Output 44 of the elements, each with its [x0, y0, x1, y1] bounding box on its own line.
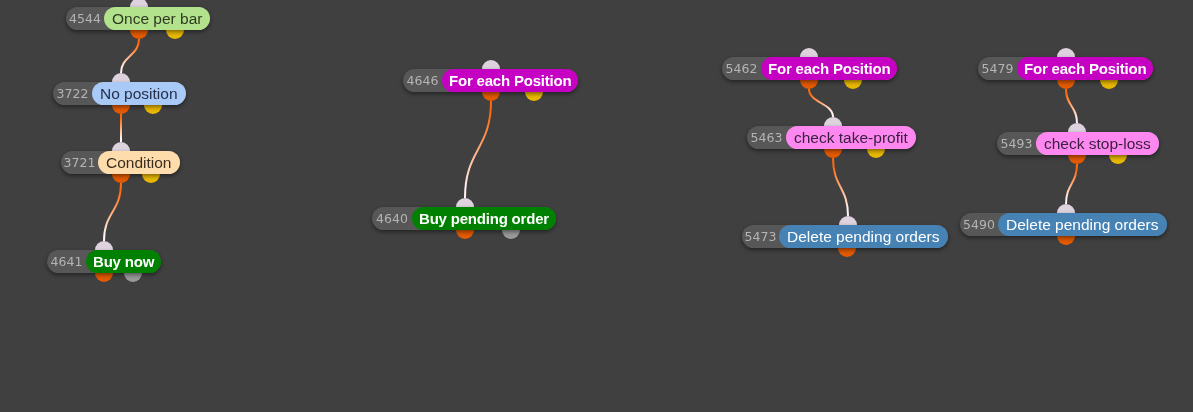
- block-id: 4640: [375, 210, 409, 228]
- block-id: 3722: [55, 85, 90, 103]
- block-node: [960, 213, 1167, 236]
- block-label: Buy pending order: [412, 207, 556, 230]
- block-id: 5463: [749, 129, 784, 147]
- connector-line: [464, 100, 492, 199]
- connector-line: [808, 88, 834, 118]
- connector-line: [832, 157, 849, 217]
- block-id: 5473: [743, 228, 778, 246]
- block-node: [53, 82, 186, 105]
- block-label: No position: [92, 82, 186, 105]
- block-label: Delete pending orders: [779, 225, 948, 248]
- block-node: [372, 207, 556, 230]
- connector-line: [1065, 163, 1078, 205]
- block-id: 5490: [962, 216, 996, 234]
- block-label: Delete pending orders: [998, 213, 1167, 236]
- block-node: [403, 69, 579, 92]
- block-label: For each Position: [1017, 57, 1154, 80]
- block-id: 5479: [980, 60, 1015, 78]
- block-label: For each Position: [761, 57, 898, 80]
- block-node: [997, 132, 1159, 155]
- block-node: [747, 126, 916, 149]
- block-label: Once per bar: [104, 7, 211, 30]
- block-label: For each Position: [442, 69, 579, 92]
- block-label: Buy now: [86, 250, 162, 273]
- block-id: 5493: [999, 135, 1034, 153]
- block-id: 4544: [68, 10, 102, 28]
- block-id: 4641: [49, 253, 84, 271]
- block-label: check stop-loss: [1036, 132, 1159, 155]
- connector-line: [103, 182, 122, 242]
- block-node: [47, 250, 162, 273]
- block-label: Condition: [98, 151, 180, 174]
- block-id: 5462: [724, 60, 759, 78]
- block-id: 4646: [405, 72, 440, 90]
- block-node: [722, 57, 898, 80]
- block-label: check take-profit: [786, 126, 916, 149]
- block-node: [61, 151, 180, 174]
- connector-line: [1065, 88, 1078, 124]
- block-node: [978, 57, 1154, 80]
- connector-line: [120, 38, 140, 74]
- block-id: 3721: [62, 154, 97, 172]
- block-node: [742, 225, 948, 248]
- block-node: [66, 7, 211, 30]
- connector-line: [120, 113, 122, 143]
